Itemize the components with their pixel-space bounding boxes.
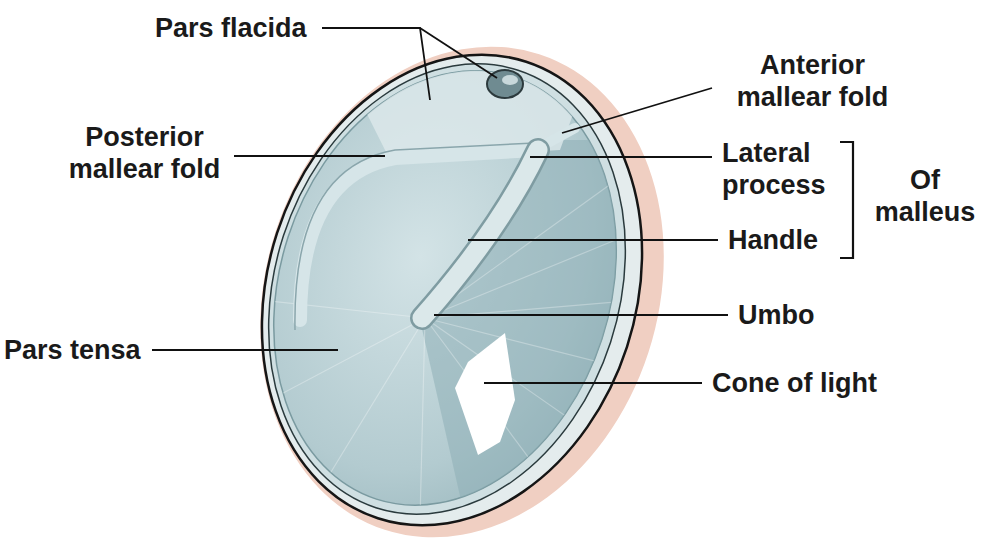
part-label: Posterior mallear fold [52, 121, 237, 185]
leader-line [530, 156, 712, 158]
striation [420, 318, 425, 520]
part-label: Cone of light [712, 367, 922, 399]
striation [260, 300, 425, 318]
part-label: Anterior mallear fold [725, 49, 900, 113]
striation [425, 318, 630, 370]
part-label: Umbo [738, 299, 858, 331]
cone-of-light [455, 333, 515, 455]
ear-canal [198, 0, 725, 543]
leader-line [434, 314, 728, 316]
leader-line [484, 382, 702, 384]
leader-line [152, 349, 338, 351]
striation [270, 318, 425, 400]
malleus-knob-highlight [502, 75, 518, 85]
part-label: Pars tensa [4, 334, 154, 366]
leader-line [420, 28, 497, 78]
part-label: Of malleus [865, 164, 985, 228]
leader-line [468, 239, 718, 241]
leader-line [562, 88, 712, 133]
leader-line [322, 28, 430, 100]
canal-wall [203, 5, 701, 543]
anterior-half [420, 140, 700, 540]
striation [425, 318, 600, 440]
canal-skin [198, 0, 725, 543]
malleus-handle-face [422, 150, 538, 318]
part-label: Pars flacida [155, 12, 330, 44]
part-label: Handle [728, 224, 878, 256]
striation [320, 318, 425, 490]
bracket [840, 142, 853, 258]
striation [425, 318, 560, 500]
part-label: Lateral process [722, 137, 852, 201]
leader-line [234, 155, 385, 157]
malleus-handle [422, 150, 538, 318]
membrane-detail [260, 40, 700, 540]
